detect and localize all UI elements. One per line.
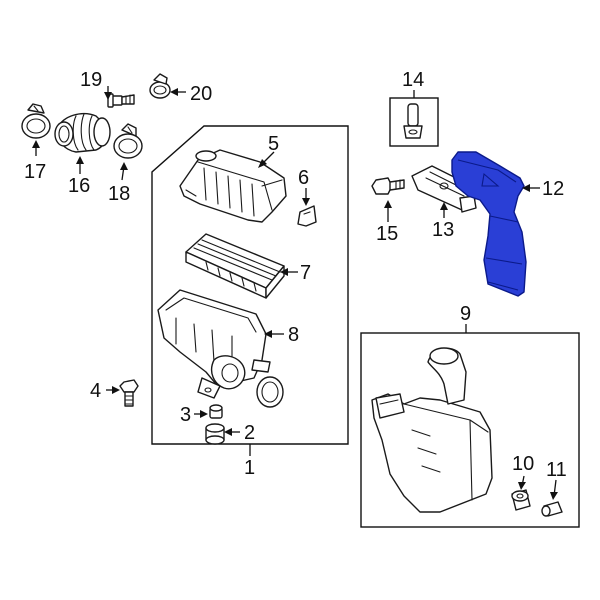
clamp-17 (21, 103, 51, 139)
air-filter-7 (185, 233, 285, 299)
pin-14 (403, 103, 423, 139)
callout-17: 17 (24, 161, 46, 183)
callout-10: 10 (512, 453, 534, 475)
grommet-2 (205, 423, 225, 445)
callout-7: 7 (300, 262, 311, 284)
leaders (32, 86, 558, 500)
callout-3: 3 (180, 404, 191, 426)
callout-15: 15 (376, 223, 398, 245)
resonator-9 (371, 347, 493, 513)
intake-hose-16 (54, 112, 111, 153)
callout-2: 2 (244, 422, 255, 444)
bolt-19 (107, 93, 135, 108)
pin-11 (541, 501, 563, 517)
callout-13: 13 (432, 219, 454, 241)
callout-9: 9 (460, 303, 471, 325)
callout-4: 4 (90, 380, 101, 402)
gasket-ring (256, 376, 284, 408)
callout-16: 16 (68, 175, 90, 197)
clamp-20 (149, 73, 171, 99)
callout-20: 20 (190, 83, 212, 105)
callout-11: 11 (546, 459, 567, 481)
bolt-15 (371, 177, 405, 195)
callout-8: 8 (288, 324, 299, 346)
callout-1: 1 (244, 457, 255, 479)
assembly-9-frame (360, 332, 580, 528)
callout-6: 6 (298, 167, 309, 189)
bracket-13 (411, 165, 477, 213)
clip-6 (297, 205, 317, 227)
grommet-10 (511, 489, 531, 511)
callout-12: 12 (542, 178, 564, 200)
clamp-18 (113, 123, 143, 159)
bolt-4 (119, 379, 139, 407)
callout-14: 14 (402, 69, 424, 91)
air-duct-12 (451, 151, 527, 297)
air-cleaner-cover-5 (179, 149, 287, 223)
grommet-3 (209, 404, 223, 419)
callout-19: 19 (80, 69, 102, 91)
air-cleaner-body-8 (157, 289, 271, 399)
callout-18: 18 (108, 183, 130, 205)
callout-5: 5 (268, 133, 279, 155)
